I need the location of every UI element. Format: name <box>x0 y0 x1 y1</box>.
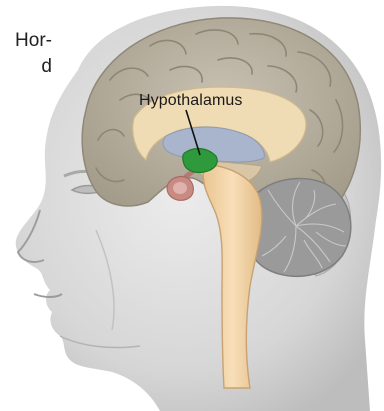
clipped-caption-text: Hor- d <box>0 28 52 80</box>
hypothalamus <box>183 149 218 173</box>
hypothalamus-label: Hypothalamus <box>139 92 242 110</box>
